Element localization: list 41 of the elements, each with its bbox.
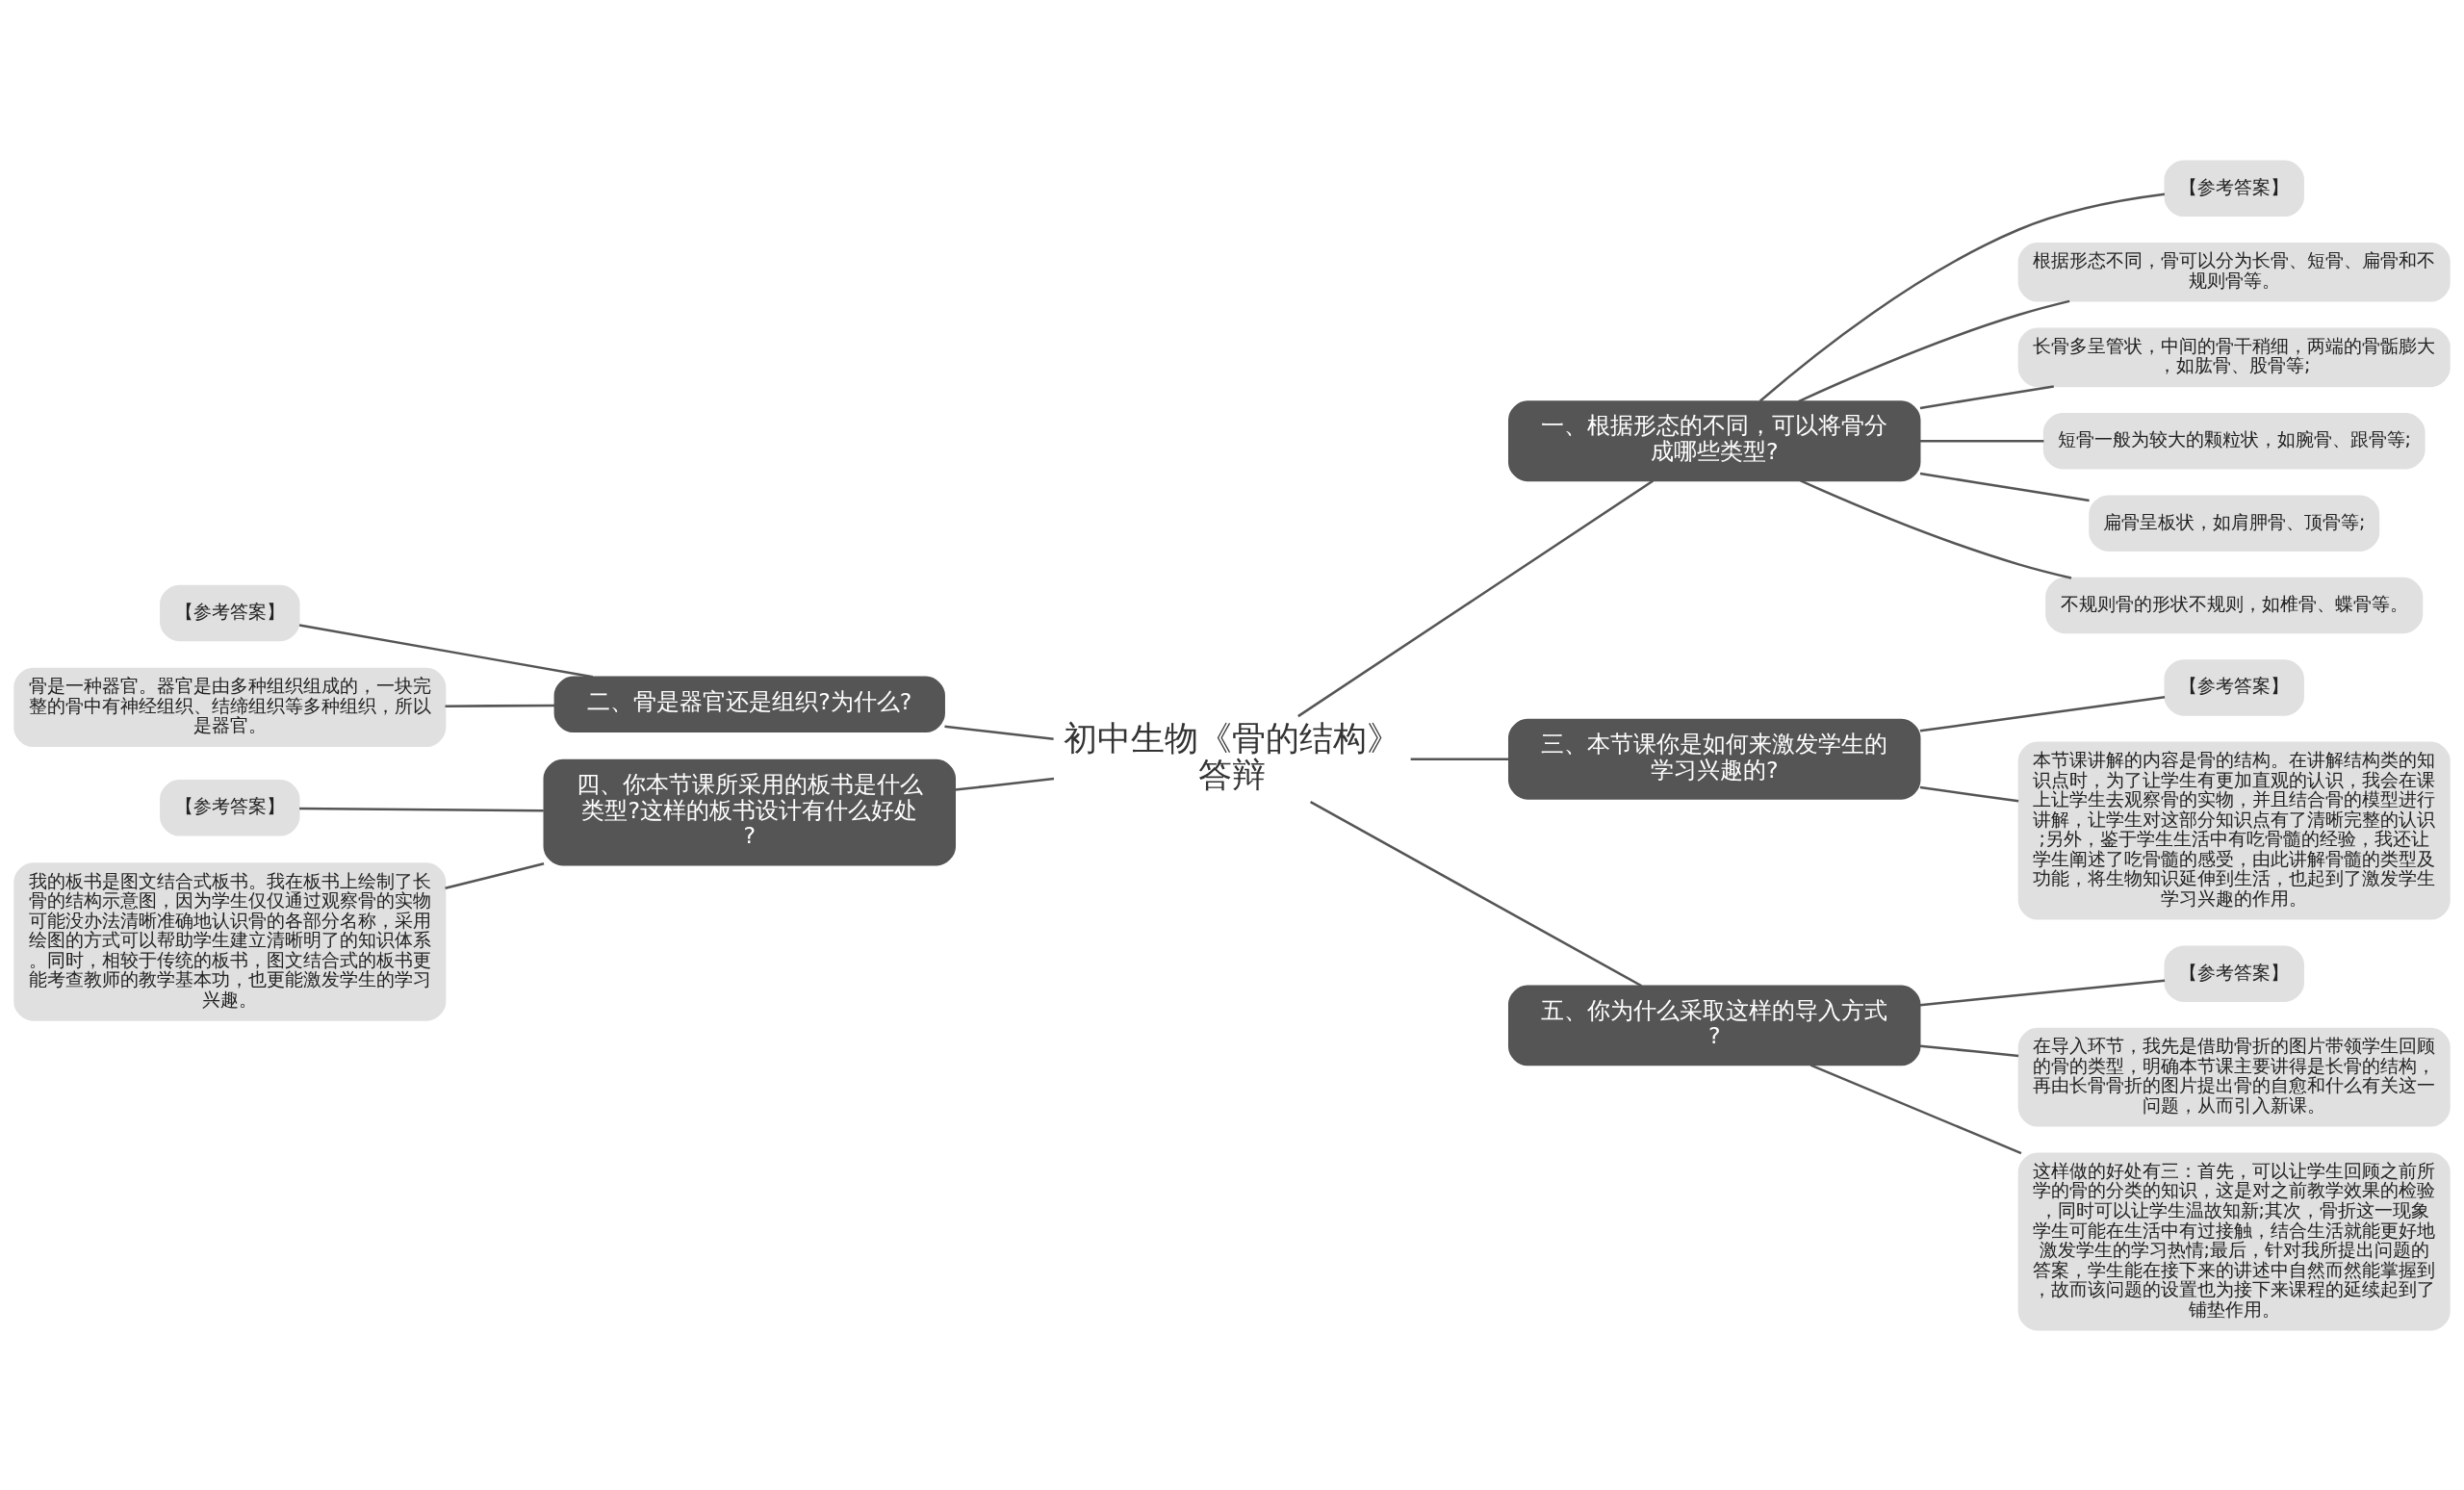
- connector: [1919, 472, 2090, 501]
- connector: [1919, 695, 2166, 732]
- node-text: 初中生物《骨的结构》答辩: [1064, 718, 1400, 794]
- connector: [955, 777, 1055, 791]
- node-box: 【参考答案】: [2164, 944, 2304, 1002]
- node-box: 短骨一般为较大的颗粒状，如腕骨、跟骨等;: [2042, 412, 2426, 469]
- connector: [1919, 384, 2054, 409]
- connector: [1798, 299, 2070, 402]
- connector: [1800, 478, 2072, 579]
- connector: [299, 807, 544, 811]
- node-box: 长骨多呈管状，中间的骨干稍细，两端的骨骺膨大，如肱骨、股骨等;: [2017, 326, 2451, 387]
- node-box: 这样做的好处有三：首先，可以让学生回顾之前所学的骨的分类的知识，这是对之前教学效果的检验，同时可以让学生温故知新;其次，骨折这一现象学生可能在生活中有过接触，结合生活就能更好地激发学生的学习热情;最后，针对我所提出问题的答案，学生能在接下来的讲述中自然而然能掌握到，故而该问题的设置也为接下来课程的延续起到了铺垫作用。: [2017, 1151, 2451, 1330]
- node-box: 根据形态不同，骨可以分为长骨、短骨、扁骨和不规则骨等。: [2017, 242, 2451, 302]
- connector: [1758, 192, 2166, 402]
- connector: [1310, 800, 1643, 987]
- node-box: 五、你为什么采取这样的导入方式?: [1508, 985, 1921, 1066]
- connector: [445, 704, 555, 707]
- connector: [445, 861, 545, 889]
- node-box: 三、本节课你是如何来激发学生的学习兴趣的?: [1508, 718, 1921, 800]
- node-box: 骨是一种器官。器官是由多种组织组成的，一块完整的骨中有神经组织、结缔组织等多种组织，所以是器官。: [13, 667, 447, 747]
- node-box: 本节课讲解的内容是骨的结构。在讲解结构类的知识点时，为了让学生有更加直观的认识，我会在课上让学生去观察骨的实物，并且结合骨的模型进行讲解，让学生对这部分知识点有了清晰完整的认识;另外，鉴于学生生活中有吃骨髓的经验，我还让学生阐述了吃骨髓的感受，由此讲解骨髓的类型及功能，将生物知识延伸到生活，也起到了激发学生学习兴趣的作用。: [2017, 741, 2451, 920]
- node-box: 四、你本节课所采用的板书是什么类型?这样的板书设计有什么好处?: [543, 758, 956, 865]
- connector: [944, 725, 1054, 740]
- node-box: 【参考答案】: [160, 584, 300, 641]
- connector: [1920, 439, 2044, 443]
- node-box: 二、骨是器官还是组织?为什么?: [553, 676, 945, 732]
- node-box: 【参考答案】: [160, 779, 300, 836]
- connector: [1297, 478, 1655, 717]
- connector: [298, 623, 594, 679]
- node-box: 我的板书是图文结合式板书。我在板书上绘制了长骨的结构示意图，因为学生仅仅通过观察骨的实物可能没办法清晰准确地认识骨的各部分名称，采用绘图的方式可以帮助学生建立清晰明了的知识体系。同时，相较于传统的板书，图文结合式的板书更能考查教师的教学基本功，也更能激发学生的学习兴趣。: [13, 861, 447, 1021]
- node-box: 一、根据形态的不同，可以将骨分成哪些类型?: [1508, 399, 1921, 481]
- node-box: 扁骨呈板状，如肩胛骨、顶骨等;: [2089, 494, 2380, 552]
- node-box: 【参考答案】: [2164, 658, 2304, 716]
- connector: [1919, 1043, 2019, 1057]
- node-box: 【参考答案】: [2164, 160, 2304, 217]
- connector: [1919, 785, 2019, 802]
- node-box: 在导入环节，我先是借助骨折的图片带领学生回顾的骨的类型，明确本节课主要讲得是长骨的结构，再由长骨骨折的图片提出骨的自愈和什么有关这一问题，从而引入新课。: [2017, 1027, 2451, 1127]
- connector: [1919, 979, 2166, 1006]
- connector: [1810, 1063, 2022, 1154]
- connector: [1410, 757, 1509, 760]
- node-box: 不规则骨的形状不规则，如椎骨、蝶骨等。: [2045, 577, 2424, 633]
